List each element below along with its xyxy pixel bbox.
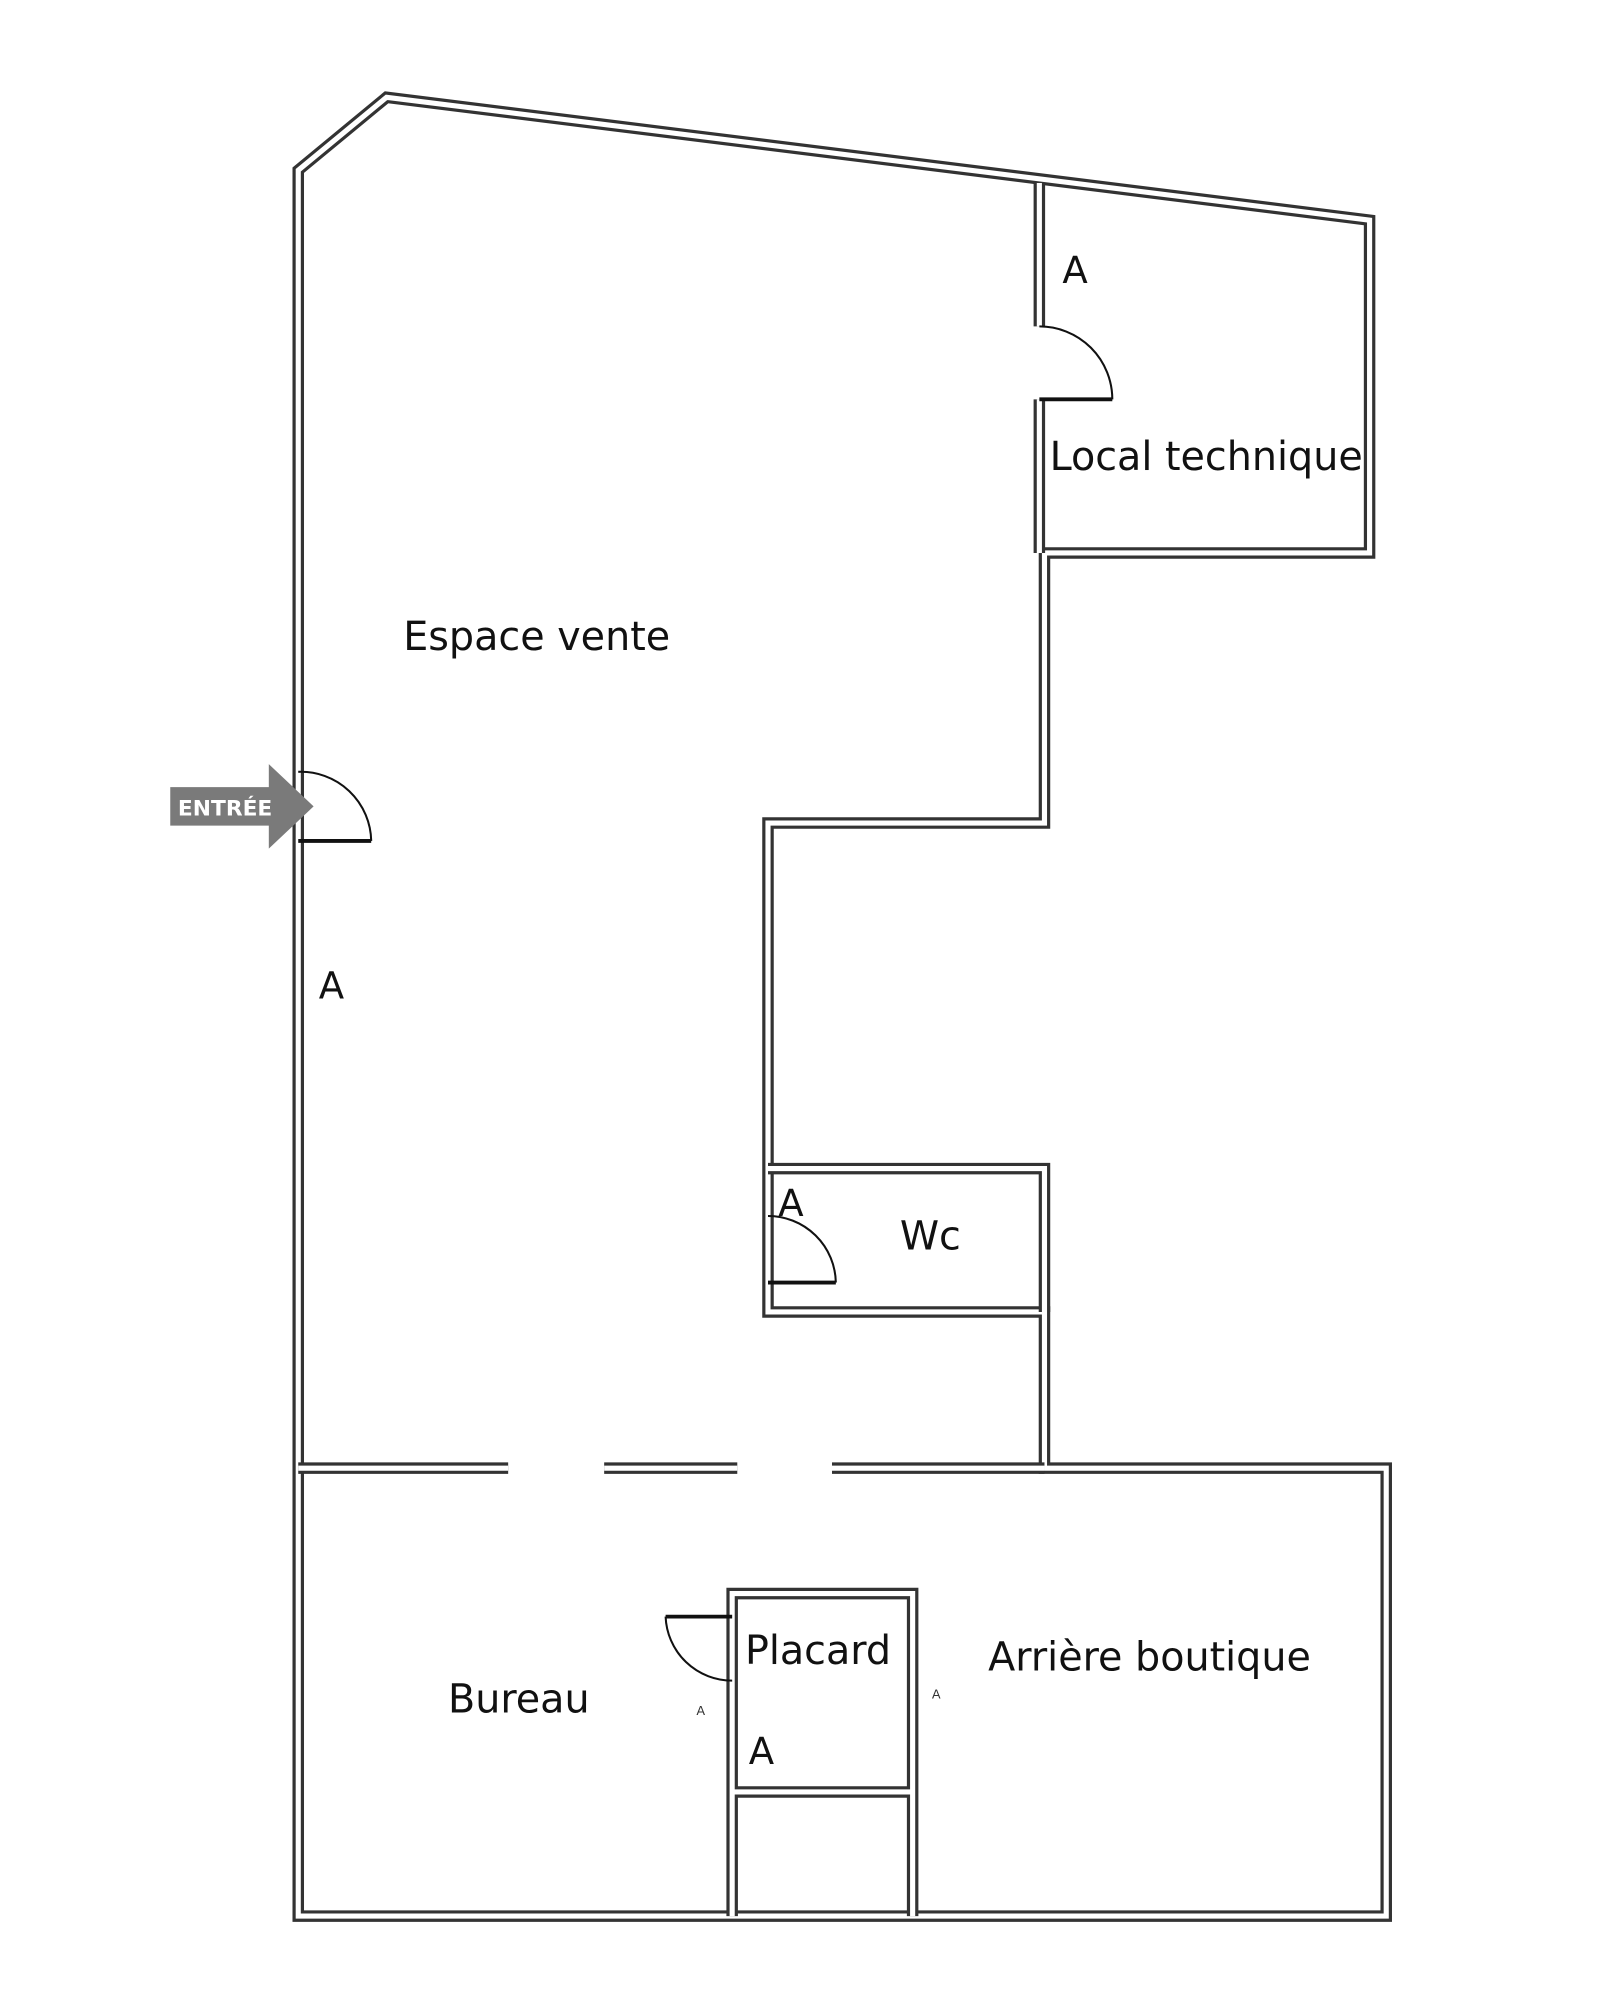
room-labels: Espace vente Local technique Wc Bureau P… — [403, 434, 1363, 1723]
walls — [292, 91, 1392, 1922]
room-wc: Wc — [900, 1213, 961, 1259]
arrow-icon — [170, 764, 314, 849]
entrance-arrow: ENTRÉE — [170, 764, 314, 849]
room-bureau: Bureau — [448, 1677, 590, 1723]
room-placard: Placard — [745, 1628, 891, 1674]
entrance-label: ENTRÉE — [178, 795, 272, 821]
marker-a: A — [319, 964, 345, 1007]
local-technique-door[interactable] — [1039, 325, 1114, 402]
room-espace-vente: Espace vente — [403, 614, 670, 660]
marker-a: A — [749, 1730, 775, 1773]
markers: A A A A A A — [319, 249, 1089, 1773]
marker-a-small: A — [932, 1688, 941, 1703]
marker-a-small: A — [696, 1704, 705, 1719]
marker-a: A — [1062, 249, 1088, 292]
entrance-door[interactable] — [298, 770, 373, 843]
placard-door[interactable] — [664, 1614, 733, 1682]
marker-a: A — [778, 1182, 804, 1225]
room-local-technique: Local technique — [1050, 434, 1363, 480]
wc-door[interactable] — [768, 1214, 837, 1285]
room-arriere-boutique: Arrière boutique — [988, 1634, 1311, 1680]
doors — [298, 325, 1114, 1682]
